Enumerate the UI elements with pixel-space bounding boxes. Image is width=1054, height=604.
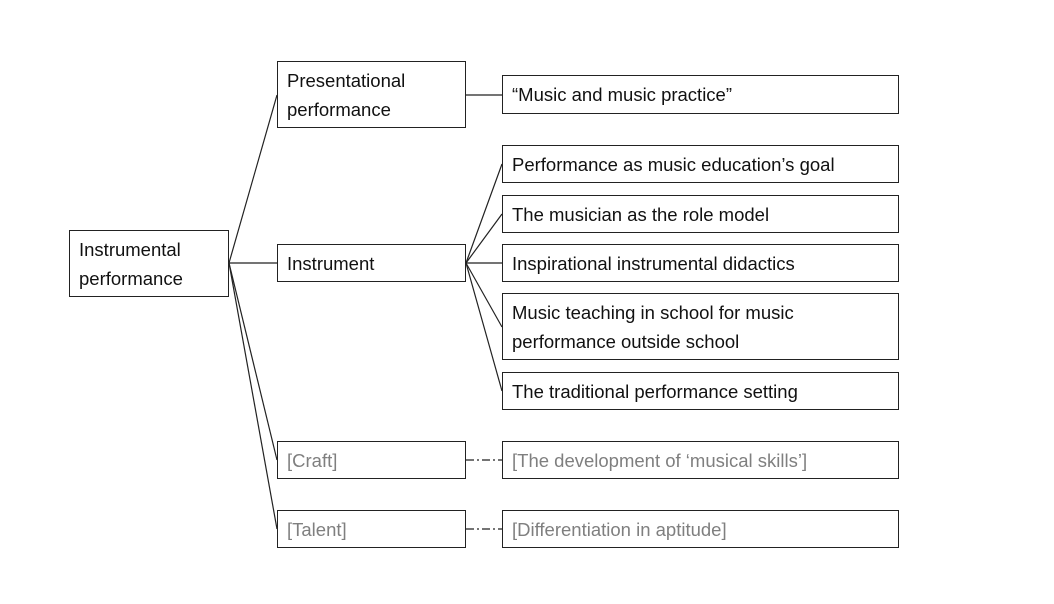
node-presentational-performance: Presentational performance	[277, 61, 466, 128]
connector-instrument-rolemodel	[465, 213, 503, 264]
node-role-model: The musician as the role model	[502, 195, 899, 233]
connector-root-talent	[228, 262, 278, 530]
connector-instrument-setting	[465, 262, 503, 392]
node-teaching-outside: Music teaching in school for music perfo…	[502, 293, 899, 360]
connector-instrument-teaching	[465, 262, 503, 328]
node-aptitude: [Differentiation in aptitude]	[502, 510, 899, 548]
connector-root-presentational	[228, 94, 278, 264]
node-instrument: Instrument	[277, 244, 466, 282]
node-didactics: Inspirational instrumental didactics	[502, 244, 899, 282]
connector-instrument-goal	[465, 163, 503, 264]
node-traditional-setting: The traditional performance setting	[502, 372, 899, 410]
connector-root-craft	[228, 262, 278, 461]
node-talent: [Talent]	[277, 510, 466, 548]
node-performance-goal: Performance as music education’s goal	[502, 145, 899, 183]
node-craft: [Craft]	[277, 441, 466, 479]
node-root: Instrumental performance	[69, 230, 229, 297]
node-musical-skills: [The development of ‘musical skills’]	[502, 441, 899, 479]
node-music-practice: “Music and music practice”	[502, 75, 899, 114]
